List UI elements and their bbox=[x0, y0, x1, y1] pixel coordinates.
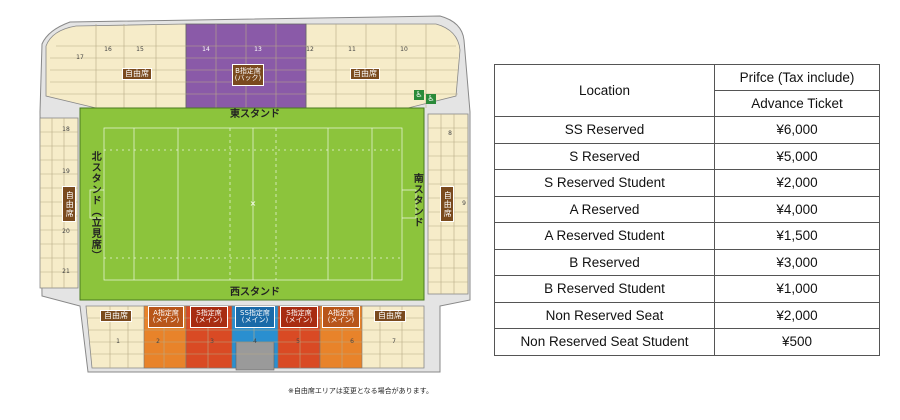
block-number: 1 bbox=[116, 337, 120, 345]
west-free-seat-label-left: 自由席 bbox=[100, 310, 132, 322]
price-cell: ¥500 bbox=[714, 328, 880, 356]
table-row: A Reserved ¥4,000 bbox=[494, 195, 880, 223]
block-number: 20 bbox=[62, 227, 70, 235]
a-reserved-label-left: A指定席 (メイン) bbox=[148, 306, 184, 328]
table-row: A Reserved Student ¥1,500 bbox=[494, 222, 880, 250]
east-free-seat-label-left: 自由席 bbox=[122, 68, 152, 80]
location-cell: A Reserved Student bbox=[494, 222, 715, 250]
block-number: 15 bbox=[136, 45, 144, 53]
location-cell: S Reserved bbox=[494, 142, 715, 170]
location-cell: Non Reserved Seat bbox=[494, 301, 715, 329]
free-seat-note: ※自由席エリアは変更となる場合があります。 bbox=[288, 387, 433, 396]
south-row-lines bbox=[428, 114, 468, 294]
east-stand-title: 東スタンド bbox=[230, 108, 280, 120]
block-number: 6 bbox=[350, 337, 354, 345]
table-row: SS Reserved ¥6,000 bbox=[494, 116, 880, 144]
east-free-seat-label-right: 自由席 bbox=[350, 68, 380, 80]
s-reserved-label-left: S指定席 (メイン) bbox=[190, 306, 228, 328]
block-number: 19 bbox=[62, 167, 70, 175]
west-free-seat-label-right: 自由席 bbox=[374, 310, 406, 322]
block-number: 2 bbox=[156, 337, 160, 345]
block-number: 9 bbox=[462, 199, 466, 207]
price-cell: ¥5,000 bbox=[714, 142, 880, 170]
pitch-lines bbox=[89, 127, 417, 281]
table-row: Non Reserved Seat ¥2,000 bbox=[494, 301, 880, 329]
b-reserved-label: B指定席 (バック) bbox=[232, 64, 264, 86]
table-row: S Reserved ¥5,000 bbox=[494, 142, 880, 170]
west-center-stairs bbox=[235, 341, 275, 371]
ss-reserved-label: SS指定席 (メイン) bbox=[235, 306, 275, 328]
block-number: 16 bbox=[104, 45, 112, 53]
location-cell: A Reserved bbox=[494, 195, 715, 223]
price-cell: ¥1,500 bbox=[714, 222, 880, 250]
pitch-center-mark: × bbox=[250, 199, 257, 208]
block-number: 14 bbox=[202, 45, 210, 53]
location-cell: SS Reserved bbox=[494, 116, 715, 144]
location-cell: Non Reserved Seat Student bbox=[494, 328, 715, 356]
block-number: 4 bbox=[253, 337, 257, 345]
price-table: Location Prifce (Tax include) Advance Ti… bbox=[494, 64, 880, 356]
advance-ticket-header: Advance Ticket bbox=[714, 90, 880, 117]
north-row-lines bbox=[40, 118, 78, 288]
table-row: S Reserved Student ¥2,000 bbox=[494, 169, 880, 197]
price-cell: ¥2,000 bbox=[714, 301, 880, 329]
pitch bbox=[79, 107, 425, 301]
block-number: 10 bbox=[400, 45, 408, 53]
south-stand-title: 南スタンド bbox=[411, 172, 423, 228]
table-row: Non Reserved Seat Student ¥500 bbox=[494, 328, 880, 356]
table-header-row: Location Prifce (Tax include) bbox=[494, 64, 880, 117]
south-free-seat-label: 自由席 bbox=[440, 186, 454, 222]
a-reserved-label-right: A指定席 (メイン) bbox=[322, 306, 360, 328]
table-row: B Reserved ¥3,000 bbox=[494, 248, 880, 276]
block-number: 5 bbox=[296, 337, 300, 345]
north-free-seat-label: 自由席 bbox=[62, 186, 76, 222]
block-number: 11 bbox=[348, 45, 356, 53]
location-cell: B Reserved Student bbox=[494, 275, 715, 303]
stadium-map: × 自由席 B指定席 (バック) 自由席 ♿ ♿ 17 16 15 14 13 … bbox=[39, 15, 471, 396]
location-cell: S Reserved Student bbox=[494, 169, 715, 197]
block-number: 8 bbox=[448, 129, 452, 137]
price-cell: ¥6,000 bbox=[714, 116, 880, 144]
s-reserved-label-right: S指定席 (メイン) bbox=[280, 306, 318, 328]
location-header: Location bbox=[494, 64, 715, 117]
block-number: 12 bbox=[306, 45, 314, 53]
table-subheader-row: Advance Ticket bbox=[495, 90, 880, 117]
west-stand-title: 西スタンド bbox=[230, 286, 280, 298]
table-row: B Reserved Student ¥1,000 bbox=[494, 275, 880, 303]
block-number: 18 bbox=[62, 125, 70, 133]
price-cell: ¥4,000 bbox=[714, 195, 880, 223]
price-cell: ¥3,000 bbox=[714, 248, 880, 276]
location-cell: B Reserved bbox=[494, 248, 715, 276]
north-stand-title: 北スタンド（立見席） bbox=[89, 151, 101, 261]
price-header: Prifce (Tax include) bbox=[714, 64, 880, 91]
block-number: 3 bbox=[210, 337, 214, 345]
block-number: 7 bbox=[392, 337, 396, 345]
price-cell: ¥2,000 bbox=[714, 169, 880, 197]
block-number: 13 bbox=[254, 45, 262, 53]
wheelchair-icon-2: ♿ bbox=[426, 93, 436, 104]
block-number: 21 bbox=[62, 267, 70, 275]
block-number: 17 bbox=[76, 53, 84, 61]
wheelchair-icon: ♿ bbox=[414, 89, 424, 100]
price-cell: ¥1,000 bbox=[714, 275, 880, 303]
